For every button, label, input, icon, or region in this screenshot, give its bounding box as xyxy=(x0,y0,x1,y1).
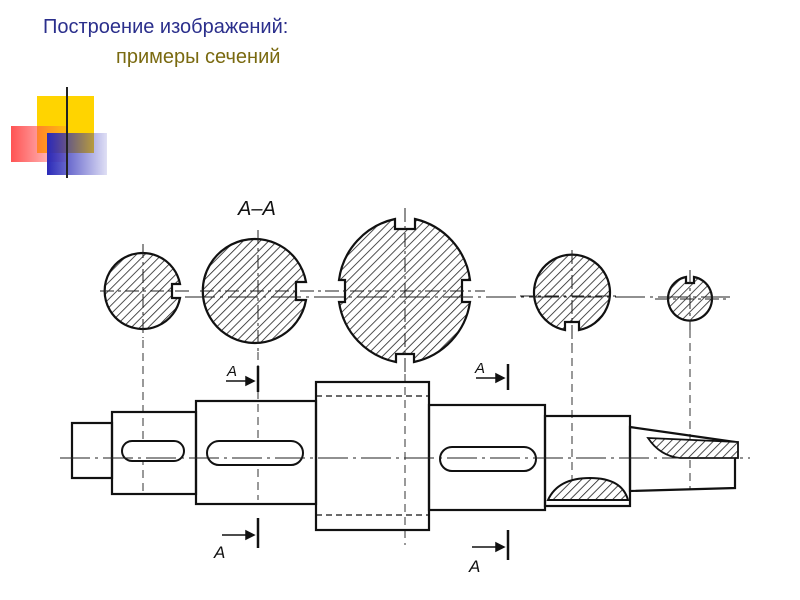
cutting-arrows xyxy=(222,372,506,553)
cutting-marks xyxy=(256,364,510,560)
slide-title: Построение изображений: xyxy=(43,16,289,38)
arrow-label-3: А xyxy=(213,543,225,562)
arrow-label-1: А xyxy=(226,363,237,380)
arrow-label-4: А xyxy=(468,557,480,576)
slide-subtitle: примеры сечений xyxy=(116,46,281,68)
blue-square xyxy=(47,133,107,175)
section-5 xyxy=(655,270,730,330)
key-slots xyxy=(121,440,537,472)
hatched-end-cut xyxy=(646,437,739,459)
section-1 xyxy=(100,244,190,338)
projection-lines xyxy=(142,330,691,545)
hatched-groove xyxy=(546,476,630,501)
section-title: А–А xyxy=(237,198,276,220)
decorative-squares xyxy=(11,87,760,178)
arrow-label-2: А xyxy=(474,360,485,377)
section-2 xyxy=(200,230,330,352)
section-4 xyxy=(520,250,620,345)
shaft-drawing: А–А А А А А xyxy=(60,198,750,576)
section-3 xyxy=(325,208,485,374)
